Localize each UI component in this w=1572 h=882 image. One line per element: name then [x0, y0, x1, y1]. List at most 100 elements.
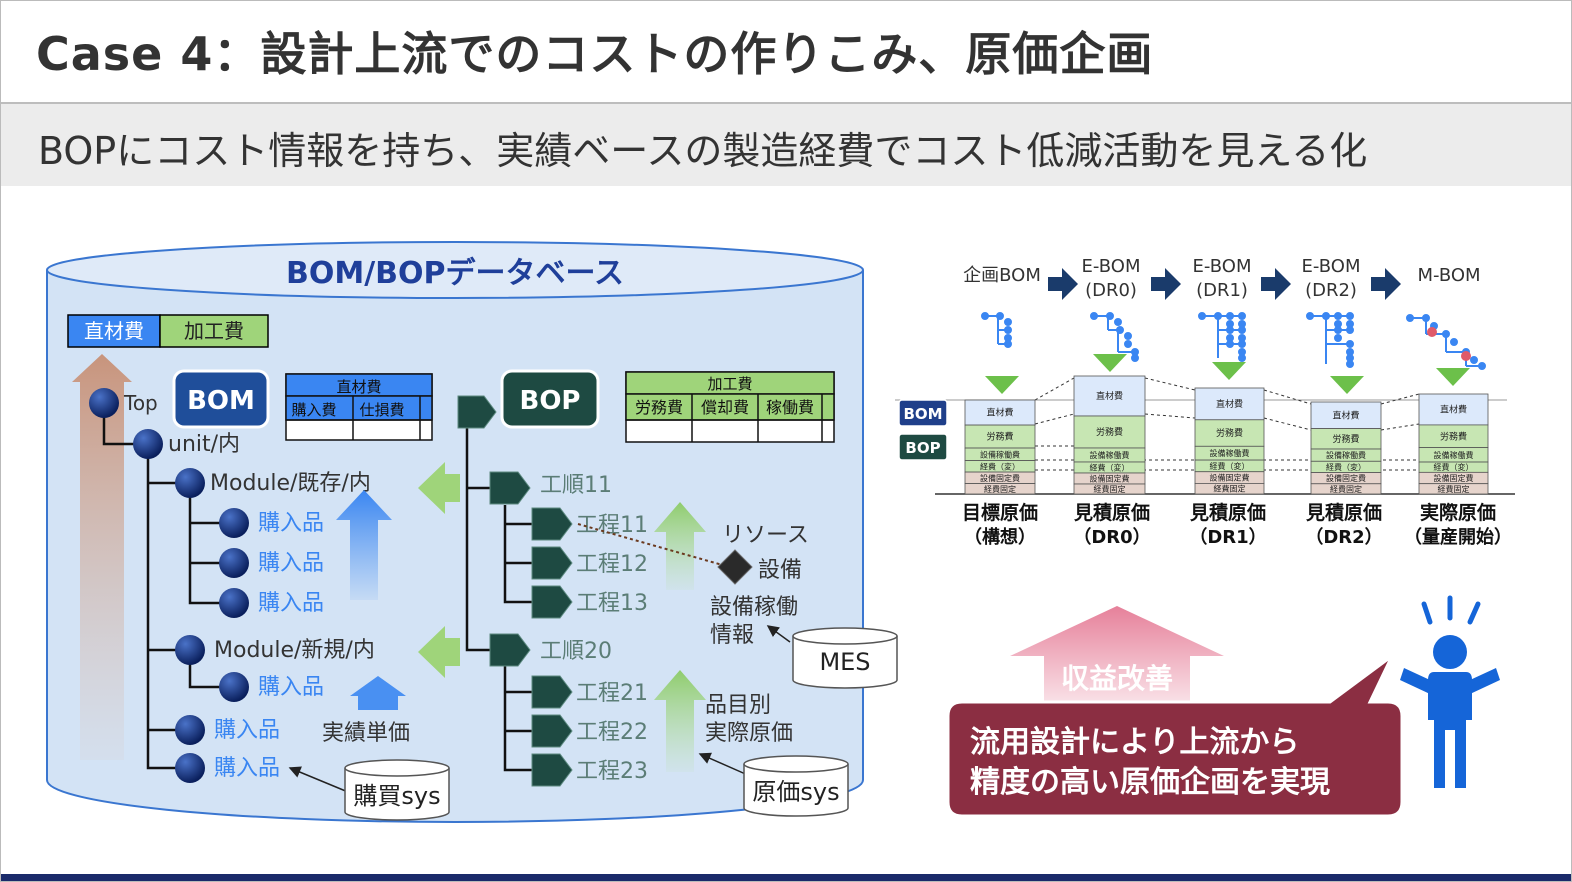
stack-segment-label: 設備固定費 — [1326, 473, 1366, 483]
bop-label-button: BOP — [500, 369, 600, 429]
stage-cost-label: 見積原価 — [1306, 501, 1382, 524]
bom-node-unit: unit/内 — [168, 432, 240, 457]
bom-node-top: Top — [123, 391, 158, 415]
bop-tree: 工順11 工程11 工程12 工程13 工順20 工程21 工程22 工程23 — [457, 395, 648, 787]
stack-segment-label: 直材費 — [1216, 398, 1243, 410]
equipment-icon — [717, 549, 753, 585]
process-node-icon — [457, 395, 497, 429]
profit-improvement-label: 収益改善 — [1061, 662, 1173, 695]
mes-arrow — [766, 625, 791, 643]
tree-node-icon — [133, 429, 163, 459]
stack-segment — [1310, 483, 1382, 495]
stack-segment-label: 労務費 — [986, 431, 1013, 443]
bop-node-process: 工程22 — [576, 720, 648, 745]
process-node-icon — [489, 633, 531, 667]
stack-segment-label: 経費（変） — [1434, 462, 1474, 472]
bop-node-process: 工程23 — [576, 759, 648, 784]
mes-cylinder: MES — [792, 627, 898, 689]
stage-bom-name: E-BOM — [1082, 256, 1141, 277]
stage-cost-label: （DR0） — [1073, 527, 1150, 548]
stage-bom-name: E-BOM — [1193, 256, 1252, 277]
mini-tree-icon — [1306, 312, 1354, 368]
stage-cost-label: 見積原価 — [1190, 501, 1266, 524]
stage-bom-name: (DR2) — [1305, 280, 1357, 301]
stage-cost-labels: 目標原価 （構想） 見積原価 （DR0） 見積原価 （DR1） 見積原価 （DR… — [962, 501, 1512, 548]
stage-cost-label: （量産開始） — [1404, 526, 1512, 548]
bop-tree-lines — [465, 426, 532, 772]
green-up-arrow — [654, 670, 706, 772]
bom-table-header: 直材費 — [336, 378, 381, 396]
stack-segment-label: 設備稼働費 — [1326, 450, 1366, 460]
stack-segment-label: 設備稼働費 — [1090, 450, 1130, 460]
bop-node-process: 工程11 — [576, 513, 648, 538]
stack-segment-label: 直材費 — [1096, 390, 1123, 402]
bom-node-purchased: 購入品 — [214, 718, 280, 743]
tree-node-icon — [219, 588, 249, 618]
stage-cost-label: （構想） — [964, 526, 1036, 548]
stage-flow-arrows — [1048, 268, 1401, 300]
blue-up-arrow — [350, 676, 406, 710]
cost-sys-arrow — [698, 752, 751, 777]
rollup-arrow — [72, 354, 132, 760]
stack-segment-label: 経費（変） — [1210, 461, 1250, 471]
process-node-icon — [531, 546, 573, 580]
stack-segment — [1073, 483, 1146, 495]
equipment-label: 設備 — [758, 558, 802, 583]
mini-tree-icons — [981, 312, 1486, 370]
stage-bom-name: (DR1) — [1196, 280, 1248, 301]
mini-tree-icon — [1090, 312, 1139, 362]
stack-segment-label: 労務費 — [1096, 426, 1123, 438]
stack-segment-label: 設備稼働費 — [980, 449, 1020, 459]
green-left-arrow — [418, 626, 460, 678]
cost-tabs: 直材費 加工費 — [67, 314, 269, 348]
stage-bom-name: M-BOM — [1417, 265, 1480, 286]
bom-node-purchased: 購入品 — [258, 675, 324, 700]
item-cost-label: 実際原価 — [705, 721, 793, 746]
stack-segment — [1194, 482, 1265, 495]
green-up-arrow — [654, 502, 706, 590]
stack-segment-label: 設備固定費 — [1210, 473, 1250, 483]
mini-tree-icon — [981, 312, 1012, 348]
stage-cost-label: 目標原価 — [962, 501, 1038, 524]
stack-segment-label: 経費固定 — [1330, 484, 1362, 494]
bom-node-purchased: 購入品 — [258, 591, 324, 616]
bop-node-route: 工順11 — [540, 473, 612, 498]
stack-segment-label: 労務費 — [1332, 433, 1359, 445]
person-icon — [1400, 595, 1500, 788]
stage-bom-names: 企画BOM E-BOM (DR0) E-BOM (DR1) E-BOM (DR2… — [963, 256, 1480, 301]
blue-up-arrow — [336, 490, 392, 600]
subtitle-bar — [0, 104, 1572, 186]
stack-segment — [1194, 387, 1265, 421]
stack-segment-label: 労務費 — [1216, 427, 1243, 439]
tree-node-icon — [219, 672, 249, 702]
stack-segment-label: 経費（変） — [1090, 463, 1130, 473]
bom-table-col: 仕損費 — [359, 401, 404, 419]
stage-bom-name: E-BOM — [1302, 256, 1361, 277]
stage-cost-label: （DR2） — [1305, 527, 1382, 548]
bom-tree: Top unit/内 Module/既存/内 購入品 購入品 購入品 Modul… — [89, 388, 375, 783]
stack-segment-label: 経費固定 — [1214, 484, 1246, 494]
bom-label-button: BOM — [172, 369, 270, 429]
bom-node-purchased: 購入品 — [258, 511, 324, 536]
stack-segment-label: 直材費 — [1440, 403, 1467, 415]
process-node-icon — [531, 714, 573, 748]
tree-node-icon — [219, 508, 249, 538]
stack-segment-label: 経費固定 — [1438, 484, 1470, 494]
stack-segment — [1418, 483, 1489, 495]
process-node-icon — [531, 585, 573, 619]
bop-node-process: 工程13 — [576, 591, 648, 616]
tree-node-icon — [219, 548, 249, 578]
tree-node-icon — [175, 715, 205, 745]
bop-table-header: 加工費 — [707, 375, 752, 393]
actual-unit-price-label: 実績単価 — [322, 721, 410, 746]
page-subtitle: BOPにコスト情報を持ち、実績ベースの製造経費でコスト低減活動を見える化 — [38, 129, 1368, 173]
stage-cost-label: （DR1） — [1189, 527, 1266, 548]
footer-bar — [0, 874, 1572, 882]
svg-text:BOM: BOM — [903, 405, 942, 423]
bop-table-col: 労務費 — [635, 398, 683, 417]
stack-segment — [1310, 401, 1382, 429]
side-label-bop: BOP — [898, 433, 948, 461]
tab-processing: 加工費 — [184, 319, 244, 343]
bom-table-col: 購入費 — [291, 401, 336, 419]
resource-label: リソース — [722, 523, 809, 548]
